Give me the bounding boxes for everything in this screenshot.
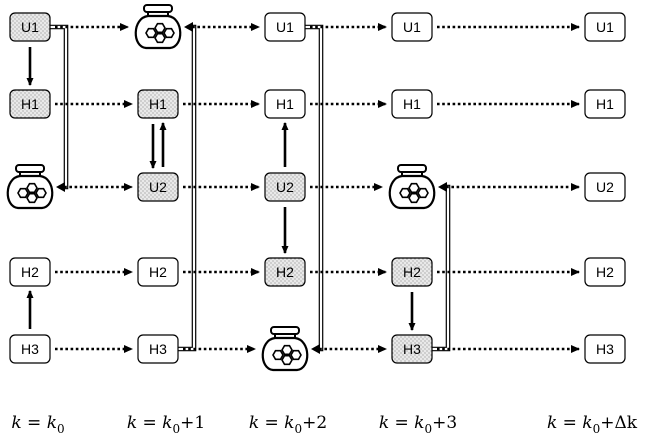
node-label: H3 xyxy=(149,341,167,357)
node-label: U2 xyxy=(596,179,614,195)
node-label: H2 xyxy=(403,264,421,280)
node-h1: H1 xyxy=(584,89,626,119)
node-h3: H3 xyxy=(584,334,626,364)
double-arrow-inner xyxy=(432,185,450,351)
double-arrow-inner xyxy=(305,25,323,351)
node-u1: U1 xyxy=(9,12,51,42)
node-label: H1 xyxy=(596,96,614,112)
node-label: H3 xyxy=(21,341,39,357)
node-h1: H1 xyxy=(9,89,51,119)
dotted-link-layer xyxy=(55,23,580,353)
node-u1: U1 xyxy=(391,12,433,42)
node-label: H1 xyxy=(21,96,39,112)
node-label: U2 xyxy=(276,179,294,195)
time-step-label: k = k0 xyxy=(11,413,64,436)
honeypot-icon xyxy=(261,326,309,372)
node-label: H1 xyxy=(403,96,421,112)
node-h3: H3 xyxy=(391,334,433,364)
node-h3: H3 xyxy=(137,334,179,364)
node-label: U1 xyxy=(403,19,421,35)
node-h2: H2 xyxy=(9,257,51,287)
time-step-label: k = k0+3 xyxy=(379,413,457,436)
node-h1: H1 xyxy=(137,89,179,119)
node-u2: U2 xyxy=(137,172,179,202)
node-label: H2 xyxy=(276,264,294,280)
node-label: U1 xyxy=(596,19,614,35)
time-step-label: k = k0+1 xyxy=(127,413,205,436)
node-label: U2 xyxy=(149,179,167,195)
node-h1: H1 xyxy=(264,89,306,119)
node-label: H2 xyxy=(149,264,167,280)
node-label: H2 xyxy=(21,264,39,280)
node-label: U1 xyxy=(276,19,294,35)
node-u2: U2 xyxy=(584,172,626,202)
node-label: H3 xyxy=(596,341,614,357)
double-arrow-inner xyxy=(50,25,68,189)
honeypot-icon xyxy=(6,164,54,210)
double-arrow-outer xyxy=(50,24,69,190)
node-h2: H2 xyxy=(264,257,306,287)
double-arrow-outer xyxy=(432,184,451,352)
node-h1: H1 xyxy=(391,89,433,119)
node-u2: U2 xyxy=(264,172,306,202)
node-h3: H3 xyxy=(9,334,51,364)
solid-link-layer xyxy=(26,47,416,331)
honeypot-icon xyxy=(388,164,436,210)
time-step-label: k = k0+Δk xyxy=(547,413,638,436)
honeypot-icon xyxy=(134,4,182,50)
double-link-layer xyxy=(50,22,451,354)
node-h2: H2 xyxy=(391,257,433,287)
double-arrow-outer xyxy=(178,24,197,352)
node-u1: U1 xyxy=(264,12,306,42)
double-arrow-inner xyxy=(178,25,196,351)
node-label: H3 xyxy=(403,341,421,357)
double-arrow-outer xyxy=(305,24,324,352)
node-label: H2 xyxy=(596,264,614,280)
node-label: H1 xyxy=(149,96,167,112)
time-step-label: k = k0+2 xyxy=(249,413,327,436)
node-h2: H2 xyxy=(584,257,626,287)
node-u1: U1 xyxy=(584,12,626,42)
time-label-layer: k = k0 k = k0+1 k = k0+2 k = k0+3 k = k0+Δk xyxy=(11,413,637,436)
node-label: U1 xyxy=(21,19,39,35)
node-h2: H2 xyxy=(137,257,179,287)
node-label: H1 xyxy=(276,96,294,112)
